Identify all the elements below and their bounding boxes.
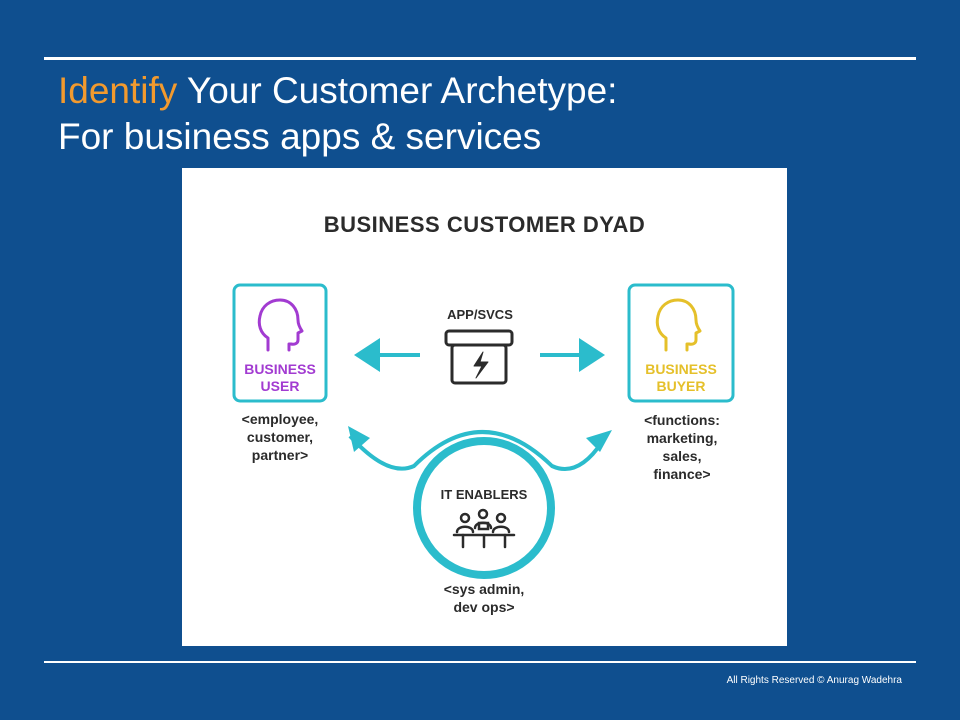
- buyer-head-icon: [655, 298, 702, 352]
- curved-arrow: [348, 430, 604, 471]
- diagram-title: BUSINESS CUSTOMER DYAD: [323, 212, 646, 237]
- left-arrow: [354, 338, 420, 372]
- business-buyer-box: [627, 283, 735, 403]
- team-desk-icon: [452, 508, 516, 549]
- bottom-rule: [44, 661, 916, 663]
- slide-title: Identify Your Customer Archetype: For bus…: [58, 68, 617, 160]
- enablers-desc-line: <sys admin,: [443, 581, 525, 597]
- business-user-line2: USER: [260, 378, 300, 394]
- enablers-desc-line: dev ops>: [453, 599, 515, 615]
- buyer-desc-line: <functions:: [644, 412, 720, 428]
- buyer-desc-line: marketing,: [646, 430, 718, 446]
- it-enablers-label: IT ENABLERS: [440, 487, 528, 502]
- user-desc-line: <employee,: [241, 411, 319, 427]
- user-desc-line: partner>: [251, 447, 309, 463]
- business-user-box: [232, 283, 328, 403]
- right-arrow: [540, 338, 605, 372]
- user-desc-line: customer,: [246, 429, 314, 445]
- business-user-label: BUSINESS USER: [234, 361, 326, 395]
- diagram-panel: BUSINESS CUSTOMER DYAD APP/SVCS BUSINESS…: [182, 168, 787, 646]
- business-buyer-line2: BUYER: [656, 378, 706, 394]
- business-buyer-label: BUSINESS BUYER: [629, 361, 733, 395]
- top-rule: [44, 57, 916, 60]
- app-svcs-label: APP/SVCS: [447, 307, 513, 322]
- it-enablers-circle: [413, 437, 555, 579]
- business-buyer-line1: BUSINESS: [645, 361, 717, 377]
- copyright-footer: All Rights Reserved © Anurag Wadehra: [726, 675, 902, 686]
- diagram-graphics: [232, 283, 735, 579]
- it-enablers-desc: <sys admin, dev ops>: [422, 580, 546, 616]
- business-user-desc: <employee, customer, partner>: [220, 410, 340, 464]
- title-rest: Your Customer Archetype:: [177, 70, 618, 111]
- business-buyer-desc: <functions: marketing, sales, finance>: [622, 411, 742, 483]
- slide-subtitle: For business apps & services: [58, 116, 542, 157]
- title-accent: Identify: [58, 70, 178, 111]
- curved-arrow-left-head: [348, 426, 370, 452]
- user-head-icon: [257, 298, 304, 352]
- business-user-line1: BUSINESS: [244, 361, 316, 377]
- curved-arrow-right-head: [586, 430, 612, 452]
- app-box-icon: [444, 329, 514, 385]
- buyer-desc-line: sales,: [662, 448, 702, 464]
- buyer-desc-line: finance>: [653, 466, 711, 482]
